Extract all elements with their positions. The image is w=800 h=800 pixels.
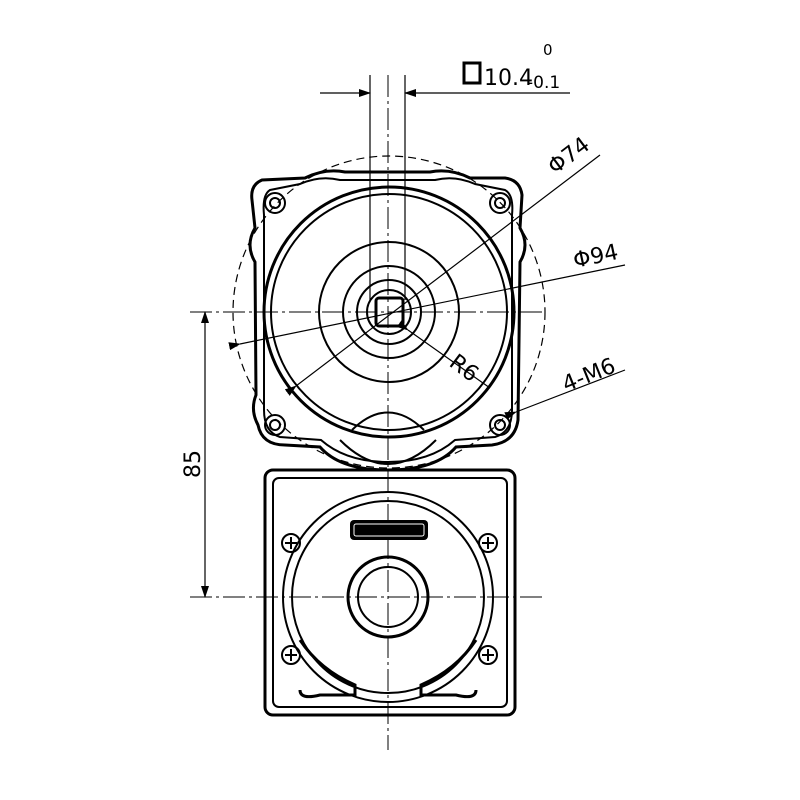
brand-logo xyxy=(350,520,428,540)
leaders xyxy=(228,154,626,420)
gearbox-body xyxy=(263,468,517,717)
diameter-74-label: Φ74 xyxy=(544,133,595,180)
upper-tolerance: 0 xyxy=(543,41,553,59)
mount-holes-label: 4-M6 xyxy=(559,354,619,398)
center-lines xyxy=(190,75,545,750)
pcd-circle-94 xyxy=(232,155,546,469)
mount-holes xyxy=(264,192,511,436)
shaft-square xyxy=(374,296,405,328)
screw-icons xyxy=(281,533,498,665)
radius-label: R6 xyxy=(444,350,482,388)
square-symbol-icon xyxy=(462,61,482,85)
shaft-value: 10.4 xyxy=(484,66,533,91)
center-distance-label: 85 xyxy=(181,450,206,478)
shaft-dimension: 10.4 0 -0.1 xyxy=(320,41,570,300)
diameter-94-label: Φ94 xyxy=(571,240,621,274)
center-distance-dimension: 85 xyxy=(181,311,209,598)
motor-flange xyxy=(232,155,546,472)
flange-circle-74 xyxy=(262,185,516,439)
lower-tolerance: -0.1 xyxy=(527,73,560,93)
